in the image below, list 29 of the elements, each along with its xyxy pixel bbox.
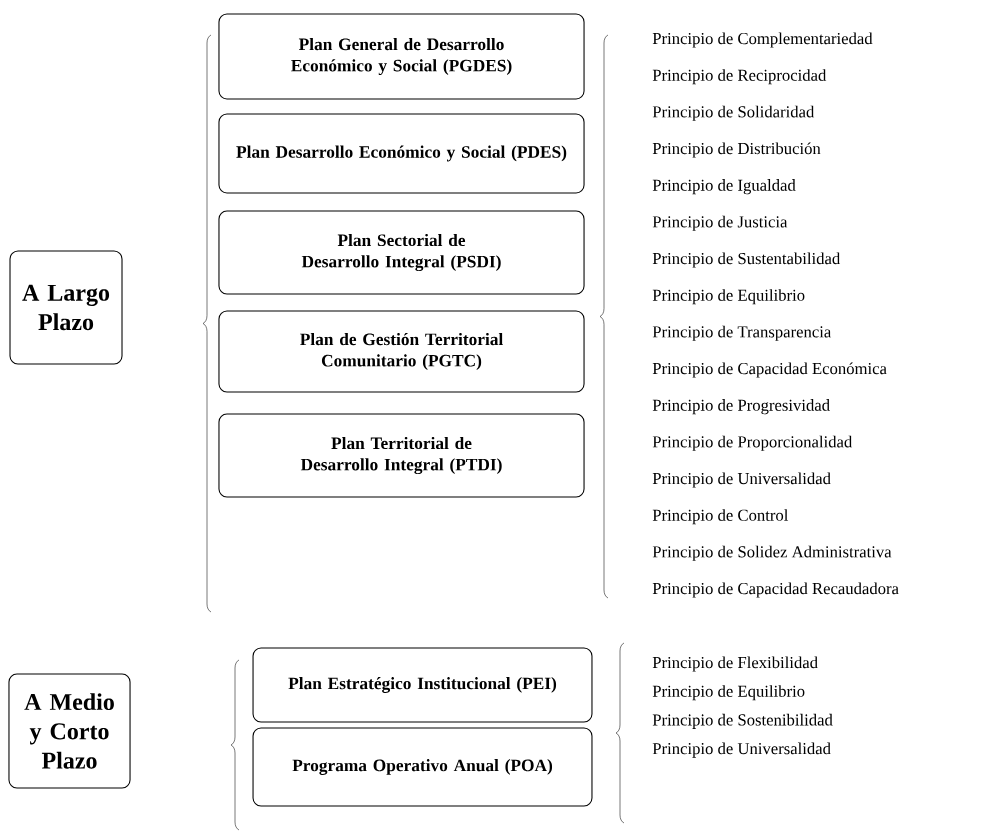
principle-text: Principio de Proporcionalidad	[652, 435, 853, 451]
principle-text: Principio de Transparencia	[652, 325, 832, 341]
principle-text: Principio de Justicia	[652, 215, 788, 231]
principle-text: Principio de Progresividad	[652, 399, 830, 415]
principle-text: Principio de Flexibilidad	[652, 656, 818, 672]
principle-text: Principio de Equilibrio	[652, 289, 805, 305]
plan-box: Plan Desarrollo Económico y Social (PDES)	[218, 113, 585, 194]
principle-text: Principio de Solidez Administrativa	[652, 545, 892, 561]
plan-box: Programa Operativo Anual (POA)	[252, 727, 593, 807]
principle-text: Principio de Equilibrio	[652, 685, 805, 701]
principle-text: Principio de Universalidad	[652, 472, 831, 488]
principle-text: Principio de Reciprocidad	[652, 69, 827, 85]
term-box: A Largo Plazo	[9, 250, 123, 365]
principle-text: Principio de Capacidad Económica	[652, 362, 887, 378]
principle-text: Principio de Igualdad	[652, 179, 796, 195]
principle-text: Principio de Distribución	[652, 142, 821, 158]
plan-box: Plan de Gestión Territorial Comunitario (PGTC)	[218, 310, 585, 393]
plan-box: Plan Estratégico Institucional (PEI)	[252, 647, 593, 723]
term-box: A Medio y Corto Plazo	[8, 673, 131, 789]
principle-text: Principio de Solidaridad	[652, 105, 815, 121]
principle-text: Principio de Sustentabilidad	[652, 252, 841, 268]
plan-box: Plan Territorial de Desarrollo Integral (PTDI)	[218, 413, 585, 498]
plan-box: Plan Sectorial de Desarrollo Integral (PSDI)	[218, 210, 585, 295]
principle-text: Principio de Universalidad	[652, 742, 831, 758]
principle-text: Principio de Sostenibilidad	[652, 713, 833, 729]
principle-text: Principio de Control	[652, 509, 789, 525]
principle-text: Principio de Complementariedad	[652, 32, 873, 48]
principle-text: Principio de Capacidad Recaudadora	[652, 582, 899, 598]
plan-box: Plan General de Desarrollo Económico y Social (PGDES)	[218, 13, 585, 100]
